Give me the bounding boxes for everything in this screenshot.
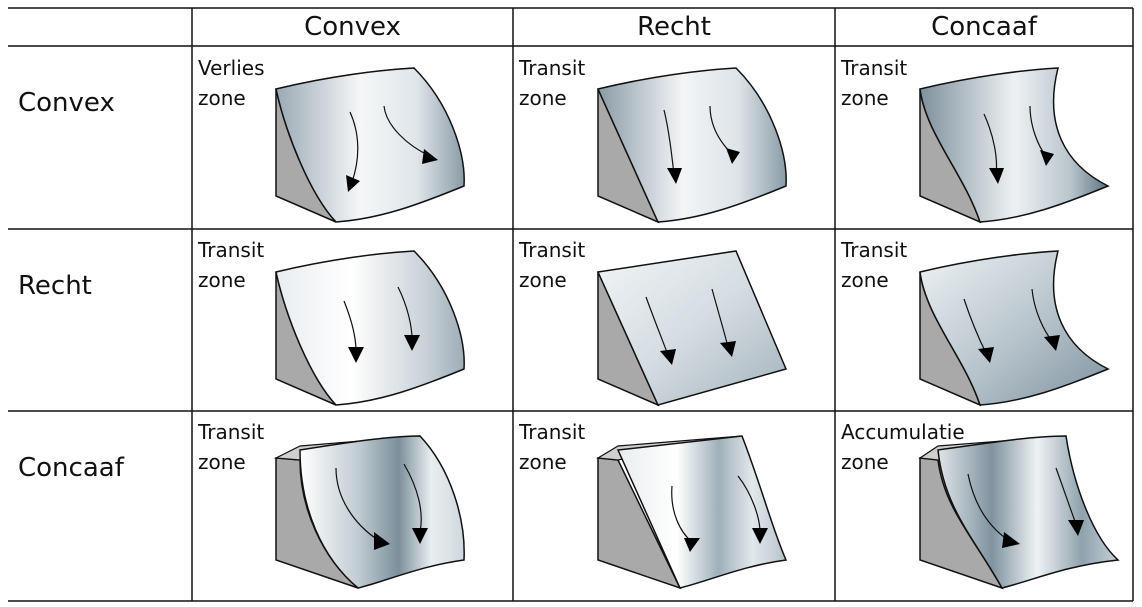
- slope-convex-convex: [274, 67, 465, 223]
- column-header-recht: Recht: [637, 12, 711, 42]
- slope-concaaf-concaaf: [918, 435, 1120, 590]
- slope-concaaf-recht: [596, 435, 788, 590]
- slope-convex-recht: [596, 67, 787, 224]
- slope-recht-recht: [596, 250, 788, 407]
- column-header-convex: Convex: [304, 12, 401, 42]
- slope-convex-concaaf: [919, 67, 1110, 224]
- slope-concaaf-convex: [273, 435, 465, 589]
- row-header-recht: Recht: [18, 271, 92, 301]
- column-header-concaaf: Concaaf: [931, 12, 1037, 42]
- slope-recht-concaaf: [919, 250, 1110, 407]
- slope-recht-convex: [275, 250, 465, 406]
- row-header-concaaf: Concaaf: [18, 453, 124, 483]
- row-header-convex: Convex: [18, 88, 115, 118]
